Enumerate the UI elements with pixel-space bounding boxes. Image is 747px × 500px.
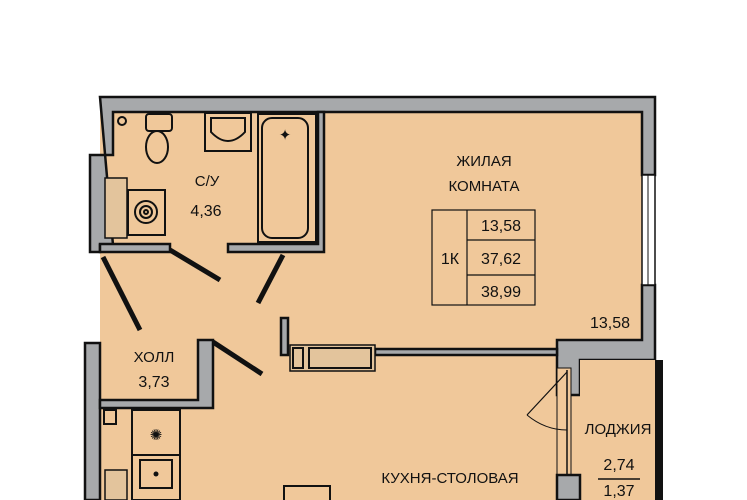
bathroom-name: С/У [195, 173, 220, 190]
kitchen-name: КУХНЯ-СТОЛОВАЯ [381, 470, 518, 487]
area-summary-table: 1К 13,58 37,62 38,99 [431, 209, 536, 306]
washing-machine-icon [104, 177, 166, 239]
partition-stub [279, 316, 290, 357]
bathroom-door [168, 247, 222, 283]
bathroom-area: 4,36 [190, 203, 221, 220]
loggia-area-reduced: 1,37 [603, 483, 634, 500]
living-area: 13,58 [590, 315, 630, 332]
loggia-floor [580, 360, 655, 500]
table-icon [283, 485, 331, 500]
bathtub-icon: ✦ [257, 113, 317, 243]
wardrobe [289, 344, 376, 372]
summary-area-without-loggia: 37,62 [481, 251, 521, 268]
floor-fill [100, 105, 655, 500]
hall-wall-left [83, 341, 102, 500]
loggia-area-full: 2,74 [603, 457, 634, 474]
bathroom-wall-right [226, 110, 326, 254]
partition-wall [373, 347, 559, 357]
kitchen-sink-icon [104, 454, 181, 500]
summary-living-area: 13,58 [481, 218, 521, 235]
loggia-name: ЛОДЖИЯ [585, 421, 652, 438]
hall-door [211, 339, 264, 377]
hall-wall-right [98, 338, 215, 410]
svg-text:✺: ✺ [150, 427, 163, 444]
apartment-type: 1К [441, 251, 460, 268]
balcony-door [526, 367, 582, 500]
bathroom-wall-left [98, 242, 172, 254]
summary-total-area: 38,99 [481, 284, 521, 301]
drain-icon [117, 116, 127, 126]
hall-area: 3,73 [138, 374, 169, 391]
window [641, 174, 656, 286]
svg-text:✦: ✦ [279, 127, 292, 144]
entrance-door [100, 255, 143, 332]
toilet-icon [145, 113, 173, 164]
living-name-line1: ЖИЛАЯ [456, 153, 511, 170]
hall-name: ХОЛЛ [134, 349, 175, 366]
loggia-parapet [655, 360, 663, 500]
living-name-line2: КОМНАТА [448, 178, 519, 195]
bathroom-door-2 [255, 253, 286, 305]
sink-icon [204, 112, 252, 152]
